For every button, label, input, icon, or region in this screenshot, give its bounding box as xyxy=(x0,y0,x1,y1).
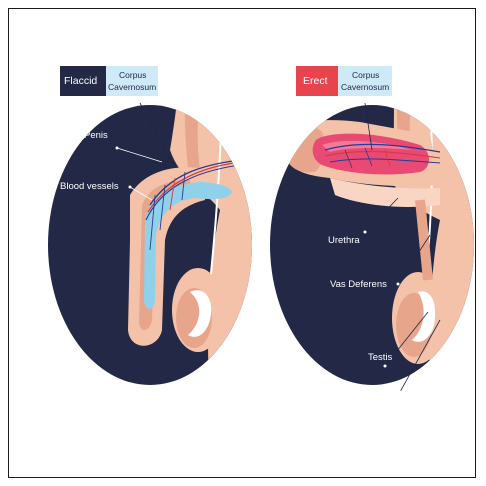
label-epididymis: Epidydimis xyxy=(354,388,400,399)
erect-corpus-line2: Cavernosum xyxy=(341,82,389,92)
erect-panel: Urethra Vas Deferens Testis Epidydimis E… xyxy=(270,66,480,400)
label-vas-deferens: Vas Deferens xyxy=(330,279,387,290)
erect-tag-text: Erect xyxy=(303,75,328,87)
flaccid-corpus-line2: Cavernosum xyxy=(108,82,156,92)
flaccid-corpus-line1: Corpus xyxy=(119,70,146,80)
erect-urethra-dot xyxy=(364,231,367,234)
erect-vas-dot xyxy=(397,283,400,286)
flaccid-tag-text: Flaccid xyxy=(64,75,97,87)
label-testis: Testis xyxy=(368,352,393,363)
erect-corpus-line1: Corpus xyxy=(352,70,379,80)
label-urethra: Urethra xyxy=(328,235,360,246)
flaccid-vessels-dot xyxy=(129,186,132,189)
flaccid-panel: Penis Blood vessels Flaccid Corpus Caver… xyxy=(48,66,260,400)
flaccid-penis-dot xyxy=(116,147,119,150)
flaccid-body-shadow xyxy=(185,80,200,170)
label-penis: Penis xyxy=(84,130,108,141)
label-blood-vessels: Blood vessels xyxy=(60,181,119,192)
erect-testis-dot xyxy=(384,365,387,368)
